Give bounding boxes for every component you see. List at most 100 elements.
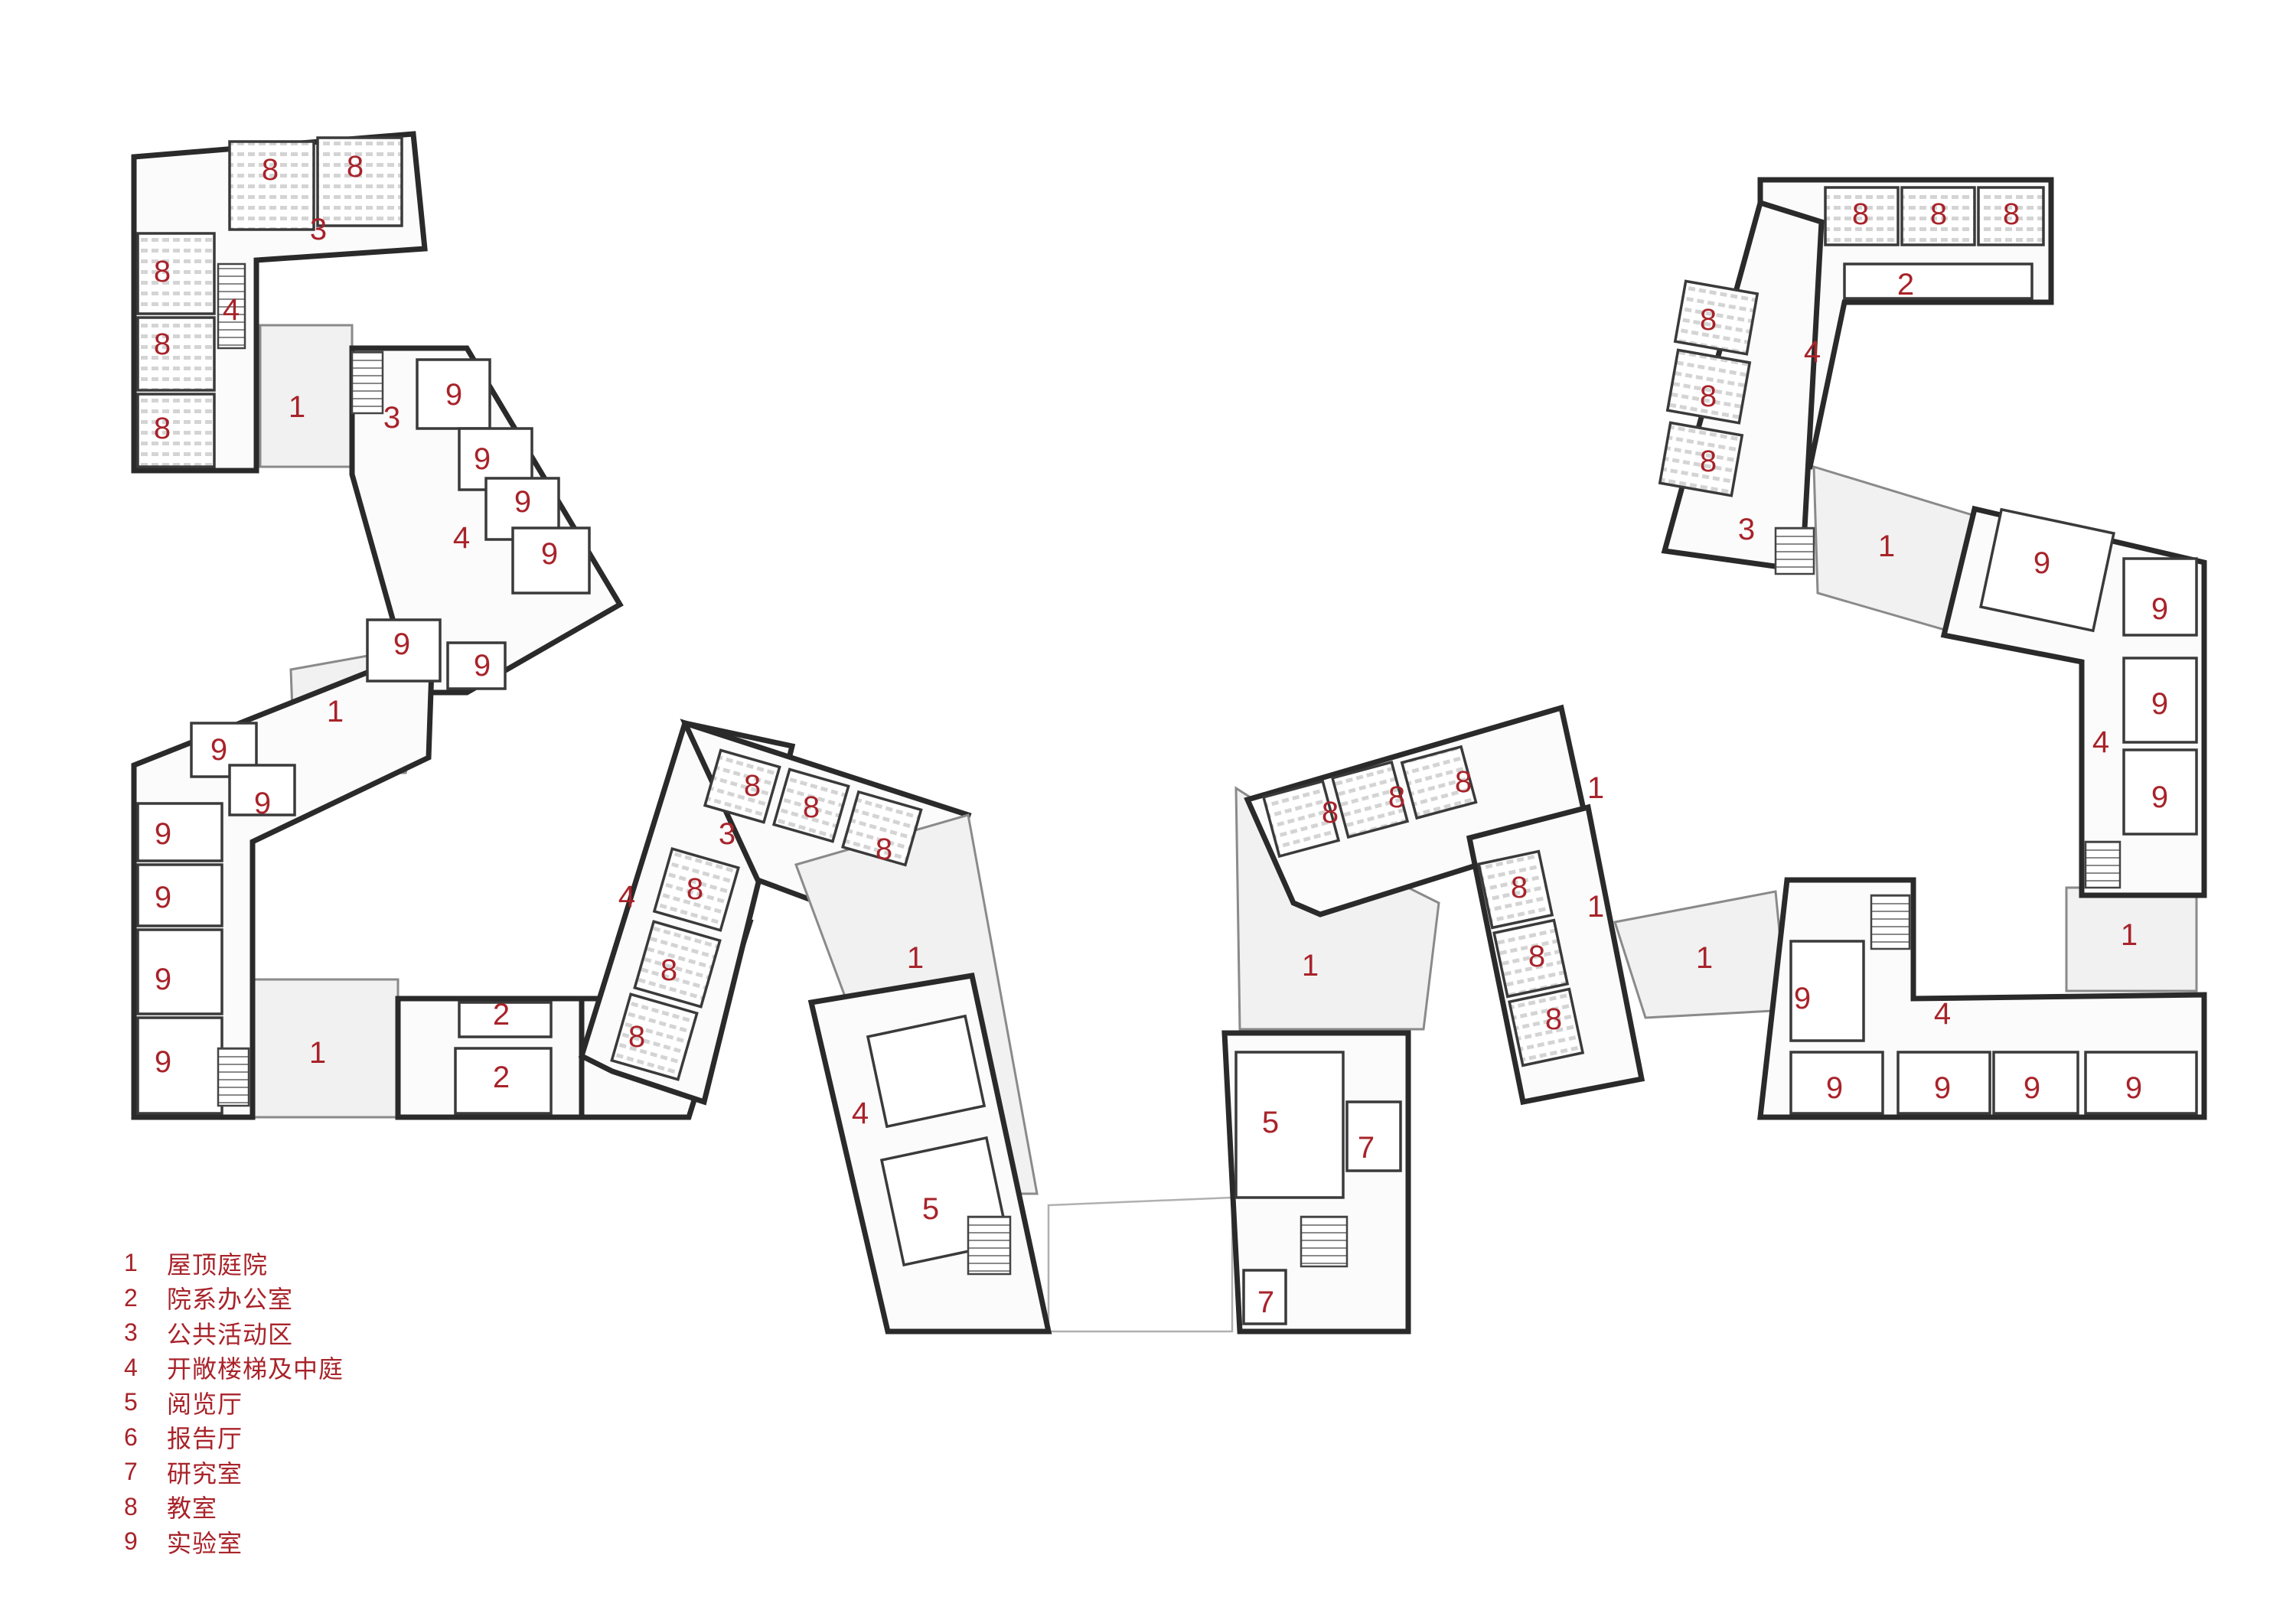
room-label-activity: 3 — [310, 213, 327, 246]
legend-item: 3 公共活动区 — [124, 1315, 344, 1351]
room-label-classroom: 8 — [744, 769, 761, 803]
lab-room — [1979, 507, 2115, 633]
room-label-office: 2 — [1897, 268, 1914, 301]
west-building — [131, 131, 624, 1120]
room-label-office: 2 — [493, 1061, 510, 1094]
office-room — [1843, 262, 2033, 300]
legend: 1 屋顶庭院 2 院系办公室 3 公共活动区 4 开敞楼梯及中庭 5 阅览厅 6… — [124, 1246, 344, 1559]
classroom — [840, 790, 923, 867]
lab-room — [1896, 1051, 1991, 1115]
legend-label: 屋顶庭院 — [167, 1250, 269, 1279]
legend-number: 4 — [124, 1353, 138, 1381]
room-label-courtyard: 1 — [1878, 530, 1895, 563]
room-label-activity: 3 — [1738, 513, 1755, 546]
room-label-activity: 3 — [719, 817, 735, 851]
classroom — [1508, 987, 1585, 1067]
room-label-classroom: 8 — [876, 833, 892, 866]
room-label-lab: 9 — [393, 627, 410, 661]
room-label-classroom: 8 — [1545, 1002, 1562, 1036]
lab-room — [136, 928, 223, 1015]
west-roof-courtyard-upper — [259, 324, 354, 468]
office-room — [454, 1047, 553, 1115]
room-label-classroom: 8 — [2003, 197, 2020, 231]
classroom — [1824, 186, 1900, 246]
legend-number: 6 — [124, 1423, 138, 1451]
lab-room — [136, 863, 223, 927]
research-room — [1242, 1269, 1287, 1325]
legend-item: 5 阅览厅 — [124, 1385, 344, 1420]
legend-label: 阅览厅 — [167, 1389, 243, 1419]
legend-number: 7 — [124, 1458, 138, 1486]
office-room — [458, 1001, 553, 1038]
room-label-lab: 9 — [541, 537, 558, 571]
stairwell — [1870, 894, 1911, 950]
classroom — [1673, 279, 1760, 356]
room-label-classroom: 8 — [1511, 871, 1528, 904]
room-label-lab: 9 — [2033, 546, 2050, 580]
room-label-research: 7 — [1257, 1286, 1274, 1319]
room-labels: 8 8 3 8 4 8 8 1 3 9 9 9 4 9 9 9 1 9 9 9 … — [154, 150, 2168, 1319]
classroom — [228, 140, 315, 231]
legend-item: 1 屋顶庭院 — [124, 1246, 344, 1281]
reading-desks — [1234, 1051, 1345, 1199]
classroom — [1658, 421, 1744, 497]
classroom — [316, 136, 403, 227]
stairwell — [1300, 1215, 1349, 1268]
lab-room — [1789, 940, 1865, 1042]
room-label-classroom: 8 — [687, 872, 703, 906]
room-label-classroom: 8 — [1852, 197, 1869, 231]
legend-number: 9 — [124, 1527, 138, 1556]
room-label-classroom: 8 — [154, 255, 171, 288]
lab-room — [228, 764, 296, 816]
legend-label: 报告厅 — [167, 1424, 243, 1454]
stairwell — [351, 350, 384, 415]
research-room — [1345, 1100, 1402, 1172]
classroom — [1977, 186, 2045, 246]
legend-number: 1 — [124, 1249, 138, 1277]
classroom — [1477, 849, 1554, 930]
classroom — [633, 920, 722, 1009]
room-label-classroom: 8 — [1930, 197, 1947, 231]
classroom — [771, 768, 850, 843]
lab-room — [2084, 1051, 2198, 1115]
lab-room — [2122, 557, 2198, 637]
legend-number: 5 — [124, 1388, 138, 1416]
room-label-lab: 9 — [2024, 1071, 2040, 1105]
room-label-courtyard: 1 — [2121, 918, 2138, 952]
room-label-atrium: 4 — [1934, 997, 1951, 1031]
room-label-lab: 9 — [155, 1045, 171, 1079]
stairwell — [217, 262, 246, 350]
legend-item: 8 教室 — [124, 1490, 344, 1525]
room-label-courtyard: 1 — [1302, 949, 1319, 983]
room-label-classroom: 8 — [660, 953, 677, 987]
classroom — [1665, 348, 1752, 425]
classroom — [1492, 918, 1570, 999]
legend-number: 2 — [124, 1283, 138, 1312]
classroom — [703, 748, 781, 824]
center-connector — [1047, 1196, 1234, 1333]
room-label-atrium: 4 — [618, 880, 635, 914]
room-label-research: 7 — [1358, 1131, 1375, 1165]
room-label-lab: 9 — [474, 649, 491, 683]
legend-item: 7 研究室 — [124, 1455, 344, 1490]
lab-room — [511, 526, 591, 595]
room-label-classroom: 8 — [803, 790, 820, 824]
classroom — [1900, 186, 1976, 246]
room-label-lab: 9 — [2151, 781, 2168, 814]
room-label-atrium: 4 — [453, 521, 470, 555]
room-label-courtyard: 1 — [327, 695, 344, 728]
room-label-classroom: 8 — [1455, 765, 1472, 799]
legend-label: 研究室 — [167, 1458, 243, 1488]
room-label-courtyard: 1 — [1696, 941, 1713, 975]
room-label-classroom: 8 — [154, 328, 171, 361]
lab-room — [136, 1016, 223, 1115]
legend-label: 开敞楼梯及中庭 — [167, 1354, 344, 1384]
legend-item: 4 开敞楼梯及中庭 — [124, 1351, 344, 1386]
room-label-courtyard: 1 — [907, 941, 924, 975]
room-label-lab: 9 — [474, 442, 491, 476]
lab-room — [2122, 748, 2198, 836]
room-label-lab: 9 — [1826, 1071, 1843, 1105]
classroom — [1261, 779, 1341, 859]
lab-room — [366, 618, 442, 683]
